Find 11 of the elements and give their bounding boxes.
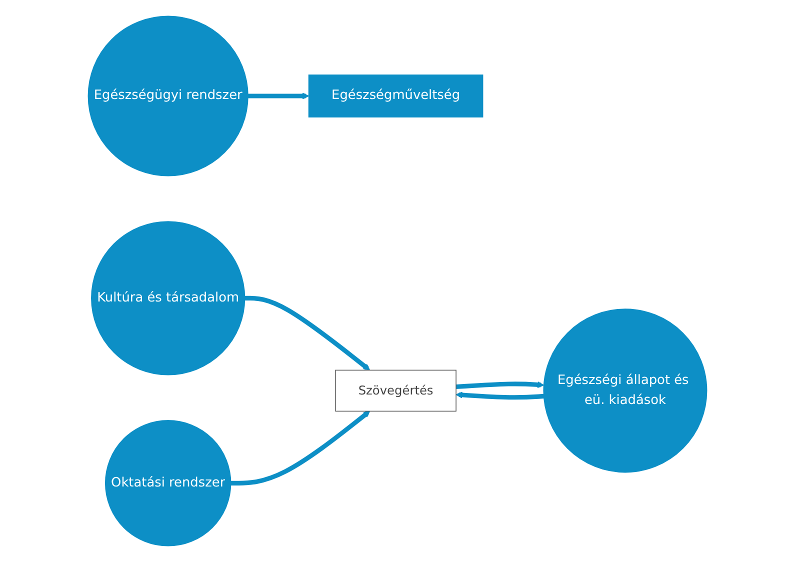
- arrow: [456, 381, 544, 390]
- node-box: Szövegértés: [335, 370, 456, 412]
- arrow: [230, 410, 370, 486]
- node-circle: Egészségi állapot és eü. kiadások: [543, 308, 708, 473]
- node-circle: Kultúra és társadalom: [91, 221, 246, 376]
- arrow: [248, 92, 310, 100]
- arrow: [456, 392, 544, 400]
- arrow: [244, 296, 370, 370]
- node-circle: Egészségügyi rendszer: [88, 16, 248, 176]
- node-circle: Oktatási rendszer: [104, 420, 232, 546]
- node-box: Egészségműveltség: [308, 74, 484, 118]
